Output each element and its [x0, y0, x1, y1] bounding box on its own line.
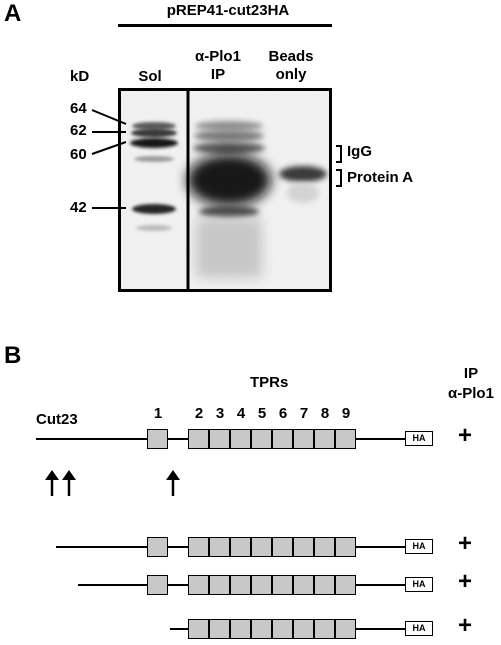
tpr-box-7	[293, 575, 314, 595]
tpr-number-1: 1	[153, 405, 163, 422]
tpr-number-5: 5	[257, 405, 267, 422]
ip-result: +	[458, 612, 473, 639]
ha-tag: HA	[405, 621, 433, 636]
tpr-number-2: 2	[194, 405, 204, 422]
tpr-box-1	[147, 429, 168, 449]
tprs-label: TPRs	[250, 374, 289, 391]
marker-tick-60	[91, 141, 127, 155]
construct-label: pREP41-cut23HA	[166, 2, 290, 19]
tpr-box-9	[335, 575, 356, 595]
tpr-number-7: 7	[299, 405, 309, 422]
tpr-box-1	[147, 537, 168, 557]
tpr-number-4: 4	[236, 405, 246, 422]
tpr-box-3	[209, 575, 230, 595]
protein-a-bracket	[336, 169, 342, 187]
tpr-box-6	[272, 619, 293, 639]
arrow-icon	[62, 470, 76, 496]
arrow-icon	[45, 470, 59, 496]
panel-b-letter: B	[4, 342, 22, 369]
kd-label: kD	[70, 68, 90, 85]
panel-a-letter: A	[4, 0, 22, 27]
tpr-box-7	[293, 429, 314, 449]
tpr-box-4	[230, 619, 251, 639]
tpr-box-6	[272, 429, 293, 449]
tpr-box-7	[293, 537, 314, 557]
marker-tick-64	[91, 109, 127, 125]
lane-label-beads-line2: only	[275, 66, 307, 83]
lane-label-ip-line1: α-Plo1	[195, 48, 241, 65]
tpr-box-9	[335, 619, 356, 639]
lane-label-ip-line2: IP	[210, 66, 226, 83]
construct-row-truncation-1: HA +	[0, 530, 501, 560]
ha-tag: HA	[405, 539, 433, 554]
tpr-box-7	[293, 619, 314, 639]
tpr-box-2	[188, 619, 209, 639]
blot-frame	[118, 88, 332, 292]
construct-row-full-length: HA +	[0, 422, 501, 452]
tpr-box-2	[188, 537, 209, 557]
tpr-box-5	[251, 619, 272, 639]
tpr-box-8	[314, 619, 335, 639]
tpr-box-3	[209, 619, 230, 639]
tpr-box-3	[209, 429, 230, 449]
tpr-number-6: 6	[278, 405, 288, 422]
tpr-box-3	[209, 537, 230, 557]
construct-row-truncation-3: HA +	[0, 612, 501, 642]
lane-label-beads: Beads only	[260, 48, 322, 84]
tpr-box-5	[251, 575, 272, 595]
construct-row-truncation-2: HA +	[0, 568, 501, 598]
tpr-box-2	[188, 575, 209, 595]
ip-header-line1: IP	[463, 365, 479, 382]
marker-64: 64	[70, 100, 87, 117]
lane-label-sol: Sol	[138, 68, 162, 85]
ha-tag: HA	[405, 431, 433, 446]
tpr-box-9	[335, 429, 356, 449]
label-igg: IgG	[347, 143, 372, 160]
tpr-box-8	[314, 537, 335, 557]
tpr-box-6	[272, 537, 293, 557]
tpr-box-4	[230, 429, 251, 449]
tpr-box-9	[335, 537, 356, 557]
igg-bracket	[336, 145, 342, 163]
western-blot	[118, 88, 332, 292]
tpr-box-8	[314, 429, 335, 449]
tpr-box-4	[230, 537, 251, 557]
tpr-number-8: 8	[320, 405, 330, 422]
tpr-box-1	[147, 575, 168, 595]
marker-42: 42	[70, 199, 87, 216]
tpr-box-2	[188, 429, 209, 449]
marker-62: 62	[70, 122, 87, 139]
tpr-box-4	[230, 575, 251, 595]
blot-grain	[118, 88, 332, 292]
marker-ticks	[91, 109, 127, 209]
tpr-box-6	[272, 575, 293, 595]
ip-result: +	[458, 568, 473, 595]
label-protein-a: Protein A	[347, 169, 414, 186]
ip-result: +	[458, 422, 473, 449]
arrow-icon	[166, 470, 180, 496]
construct-bracket-line	[118, 24, 332, 27]
lane-label-ip: α-Plo1 IP	[187, 48, 249, 84]
annotation-brackets	[336, 145, 342, 187]
tpr-box-8	[314, 575, 335, 595]
ip-result: +	[458, 530, 473, 557]
lane-label-beads-line1: Beads	[268, 48, 314, 65]
marker-60: 60	[70, 146, 87, 163]
tpr-box-5	[251, 537, 272, 557]
tpr-number-3: 3	[215, 405, 225, 422]
truncation-arrows	[45, 470, 180, 496]
ip-header: IP α-Plo1	[440, 364, 501, 404]
ha-tag: HA	[405, 577, 433, 592]
tpr-number-9: 9	[341, 405, 351, 422]
cut23-label: Cut23	[36, 411, 78, 428]
tpr-box-5	[251, 429, 272, 449]
ip-header-line2: α-Plo1	[448, 385, 494, 402]
